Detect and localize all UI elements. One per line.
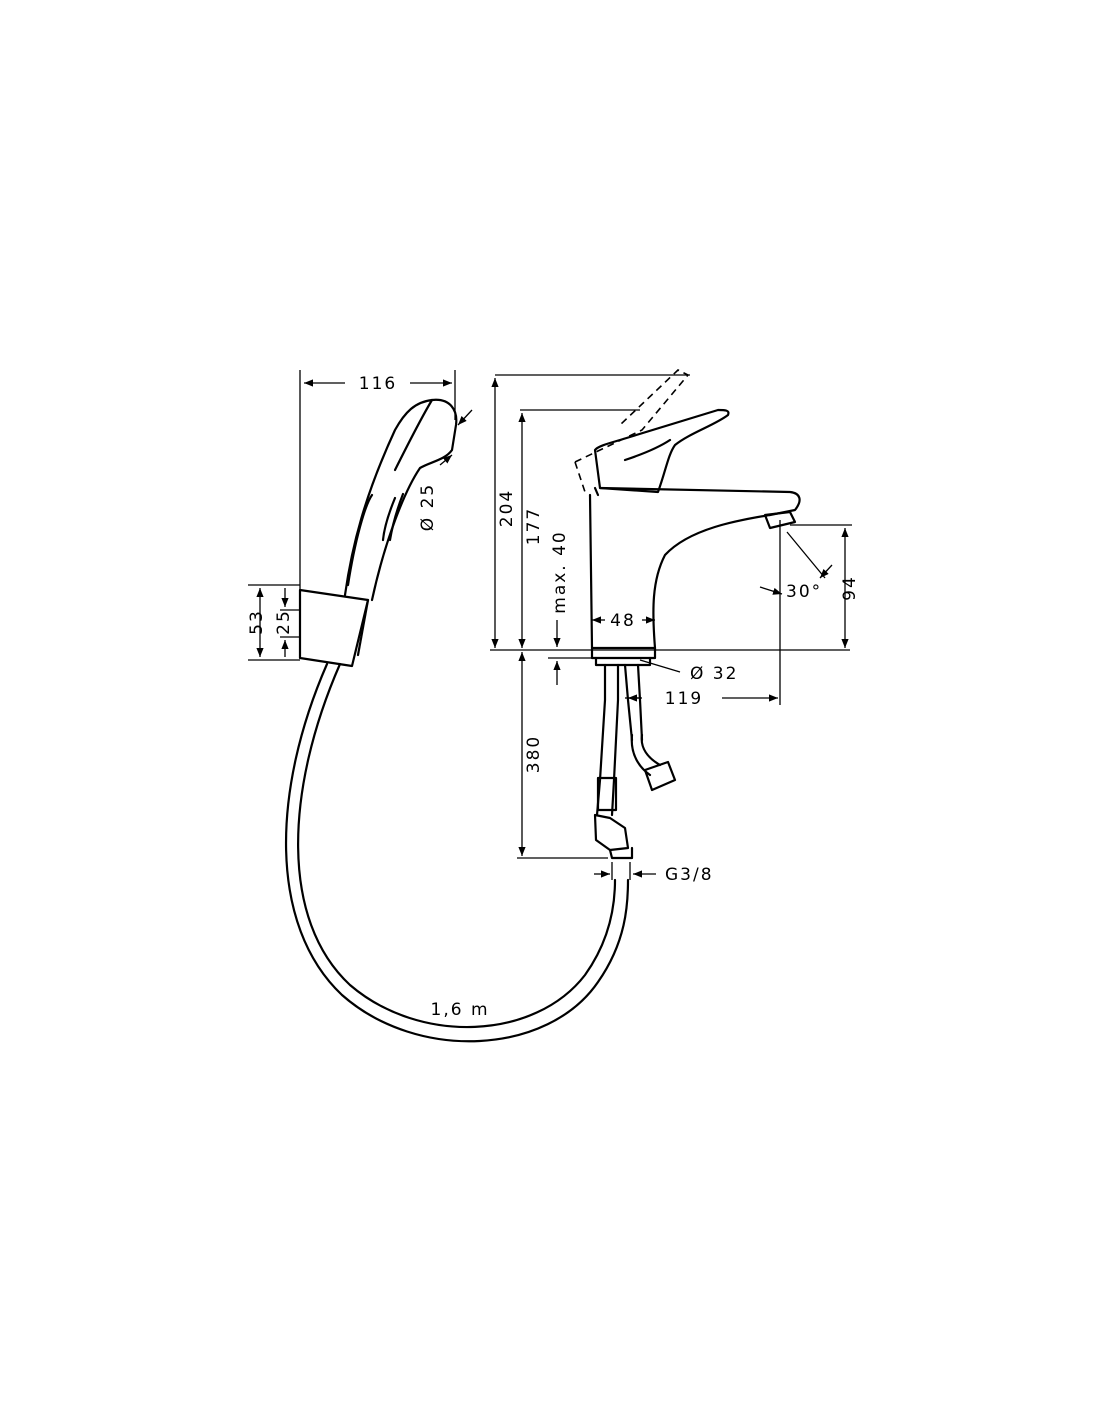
hand-shower bbox=[343, 398, 458, 602]
dim-30-degrees: 30° bbox=[786, 582, 822, 602]
dim-max-40: max. 40 bbox=[550, 530, 570, 613]
dimension-lines bbox=[248, 370, 852, 880]
dim-116: 116 bbox=[359, 374, 397, 394]
dim-diameter-25: Ø 25 bbox=[418, 483, 438, 531]
dim-94: 94 bbox=[840, 575, 860, 601]
dim-g3-8: G3/8 bbox=[665, 865, 714, 885]
dim-48: 48 bbox=[610, 611, 636, 631]
dim-53: 53 bbox=[247, 609, 267, 635]
shower-holder bbox=[298, 588, 370, 668]
dim-119: 119 bbox=[665, 689, 703, 709]
dim-hose-length: 1,6 m bbox=[431, 1000, 490, 1020]
supply-hoses bbox=[593, 663, 677, 860]
hose bbox=[285, 662, 630, 1043]
dim-diameter-32: Ø 32 bbox=[690, 664, 738, 684]
dimension-labels: 116 Ø 25 53 25 204 177 max. 40 48 Ø 32 1… bbox=[247, 374, 860, 1020]
dim-380: 380 bbox=[524, 735, 544, 773]
dim-25: 25 bbox=[274, 609, 294, 635]
dim-204: 204 bbox=[497, 489, 517, 527]
faucet-body bbox=[574, 369, 801, 667]
dim-177: 177 bbox=[524, 507, 544, 545]
